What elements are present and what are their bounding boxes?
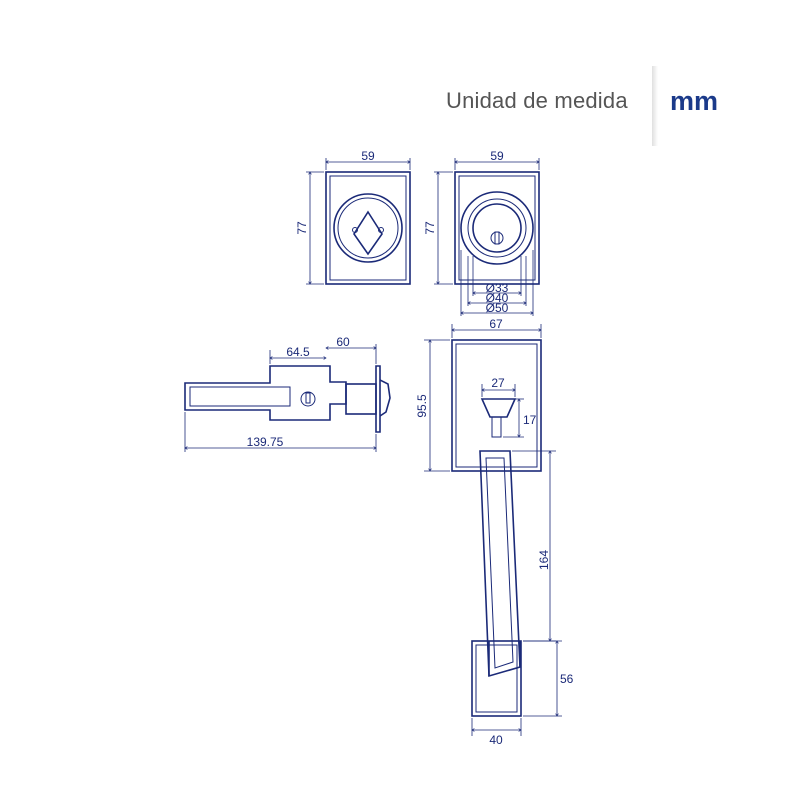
interior-deadbolt-view: 59 77 bbox=[295, 149, 411, 285]
handle-base-plate bbox=[471, 640, 522, 717]
dim-plate-height: 95.5 bbox=[415, 394, 429, 418]
dim-thumb-height: 17 bbox=[523, 413, 537, 427]
keyway bbox=[490, 231, 504, 245]
cylinder-face bbox=[472, 203, 522, 253]
thumb-turn-rose bbox=[333, 193, 403, 263]
dim-lever-length: 139.75 bbox=[247, 435, 284, 449]
unit-divider bbox=[652, 66, 658, 146]
handleset-front-view: 27 17 67 95.5 164 56 bbox=[415, 317, 574, 747]
interior-deadbolt-plate bbox=[325, 171, 411, 285]
handle-grip bbox=[479, 450, 521, 678]
dim-base-height: 56 bbox=[560, 672, 574, 686]
exterior-deadbolt-plate bbox=[454, 171, 540, 285]
lever-keyhole bbox=[300, 391, 316, 407]
dim-plate-width: 67 bbox=[489, 317, 503, 331]
dim-base-width: 40 bbox=[489, 733, 503, 747]
dim-grip-height: 164 bbox=[537, 550, 551, 570]
cylinder-rose bbox=[460, 191, 534, 265]
lever-body bbox=[184, 365, 347, 421]
thumb-turn bbox=[353, 210, 383, 256]
dim-thumb-width: 27 bbox=[491, 376, 505, 390]
dim-d50: Ø50 bbox=[486, 301, 509, 315]
thumb-stem bbox=[491, 416, 502, 438]
unit-label: Unidad de medida bbox=[446, 88, 628, 113]
dim-interior-height: 77 bbox=[295, 221, 309, 235]
exterior-deadbolt-view: 59 77 Ø33 Ø40 Ø50 bbox=[423, 149, 540, 316]
dim-exterior-height: 77 bbox=[423, 221, 437, 235]
dim-lever-backset: 64.5 bbox=[286, 345, 310, 359]
lever-side-view: 64.5 60 139.75 bbox=[184, 335, 391, 452]
latch-bolt bbox=[379, 379, 391, 417]
dim-d33: Ø33 bbox=[486, 281, 509, 295]
dim-d40: Ø40 bbox=[486, 291, 509, 305]
thumb-piece bbox=[480, 398, 517, 418]
dim-lever-projection: 60 bbox=[336, 335, 350, 349]
door-edge bbox=[375, 365, 381, 433]
handle-top-plate bbox=[451, 339, 542, 472]
unit-value: mm bbox=[670, 86, 719, 116]
lever-rose bbox=[345, 383, 377, 415]
dim-interior-width: 59 bbox=[361, 149, 375, 163]
dim-exterior-width: 59 bbox=[490, 149, 504, 163]
